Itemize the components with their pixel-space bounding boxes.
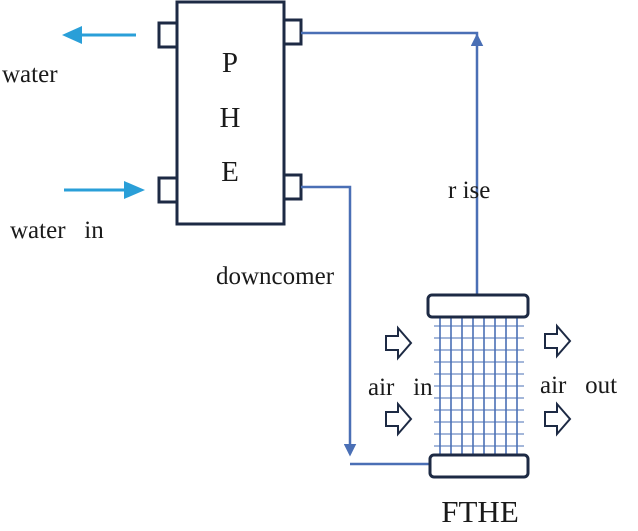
phe-letter-p: P — [222, 47, 238, 79]
air-out-arrow-icon — [544, 323, 572, 359]
air-in-label: air in — [368, 374, 433, 401]
riser-label: r ise — [448, 177, 490, 204]
air-in-arrow-icon — [385, 325, 413, 361]
air-out-label: air out — [540, 372, 617, 399]
air-in-arrow-icon — [385, 401, 413, 437]
fthe-unit: FTHE — [426, 293, 530, 529]
phe-unit: P H E — [157, 0, 303, 226]
fthe-top-header — [426, 293, 530, 319]
air-out-arrow-icon — [544, 401, 572, 437]
riser-pipe — [301, 31, 479, 39]
downcomer-label: downcomer — [216, 263, 335, 290]
phe-letter-h: H — [220, 102, 241, 134]
phe-port-top-left — [157, 21, 179, 49]
phe-port-bottom-right — [282, 173, 303, 201]
fthe-label: FTHE — [441, 494, 519, 529]
phe-port-bottom-left — [157, 176, 179, 204]
fthe-bottom-header — [428, 453, 530, 479]
phe-letter-e: E — [221, 156, 239, 188]
water-out-label: water — [2, 61, 58, 88]
water-out-arrow-icon — [62, 26, 136, 44]
water-in-arrow-icon — [64, 181, 145, 199]
downcomer-pipe — [301, 185, 357, 457]
fthe-fins — [434, 325, 524, 447]
water-in-label: water in — [10, 217, 104, 244]
phe-port-top-right — [282, 18, 303, 46]
